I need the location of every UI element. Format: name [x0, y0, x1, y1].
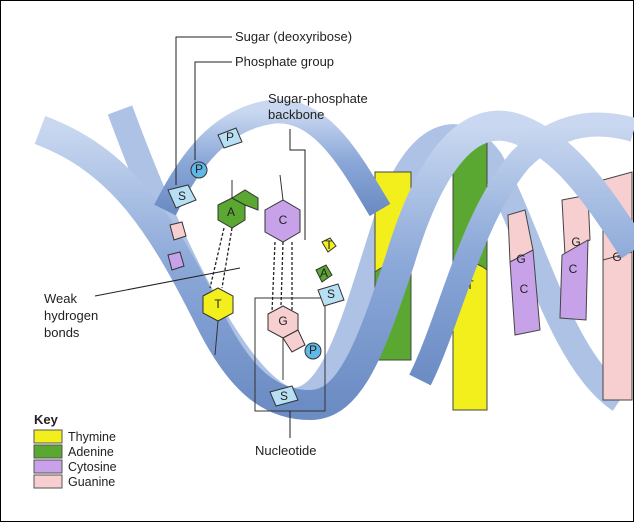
- legend-swatch-cytosine: [34, 460, 62, 473]
- label-base-G-center: G: [278, 314, 287, 328]
- label-hbond-line3: bonds: [44, 325, 80, 340]
- label-base-A-small: A: [320, 266, 328, 280]
- rung-label-C3: C: [520, 282, 529, 296]
- rung-label-C4: C: [569, 262, 578, 276]
- label-phosphate-P-left: P: [195, 162, 203, 176]
- rung-guanine-6: [603, 252, 632, 400]
- label-base-A-left: A: [227, 205, 235, 219]
- legend-swatch-guanine: [34, 475, 62, 488]
- rung-cytosine-4: [560, 240, 588, 320]
- label-base-T-left: T: [214, 297, 222, 311]
- legend-title: Key: [34, 412, 59, 427]
- legend-swatch-adenine: [34, 445, 62, 458]
- label-phosphate: Phosphate group: [235, 54, 334, 69]
- label-phosphate-P-lower: P: [309, 343, 317, 357]
- label-phosphate-P-top: P: [226, 130, 234, 144]
- label-sugar-S-right: S: [327, 287, 335, 301]
- label-base-C-center: C: [279, 213, 288, 227]
- label-backbone-line2: backbone: [268, 107, 324, 122]
- label-sugar: Sugar (deoxyribose): [235, 29, 352, 44]
- legend-label-thymine: Thymine: [68, 430, 116, 444]
- label-sugar-S-left: S: [178, 189, 186, 203]
- legend-swatch-thymine: [34, 430, 62, 443]
- label-backbone-line1: Sugar-phosphate: [268, 91, 368, 106]
- rung-label-G3: G: [516, 252, 525, 266]
- label-hbond-line1: Weak: [44, 291, 77, 306]
- legend-label-cytosine: Cytosine: [68, 460, 117, 474]
- label-base-T-small: T: [325, 238, 333, 252]
- label-nucleotide: Nucleotide: [255, 443, 316, 458]
- rung-label-G4: G: [571, 235, 580, 249]
- helix-strand-upper: [165, 111, 380, 210]
- label-hbond-line2: hydrogen: [44, 308, 98, 323]
- label-sugar-S-bottom: S: [280, 389, 288, 403]
- legend-label-adenine: Adenine: [68, 445, 114, 459]
- legend-label-guanine: Guanine: [68, 475, 115, 489]
- legend-key: Key Thymine Adenine Cytosine Guanine: [34, 412, 117, 489]
